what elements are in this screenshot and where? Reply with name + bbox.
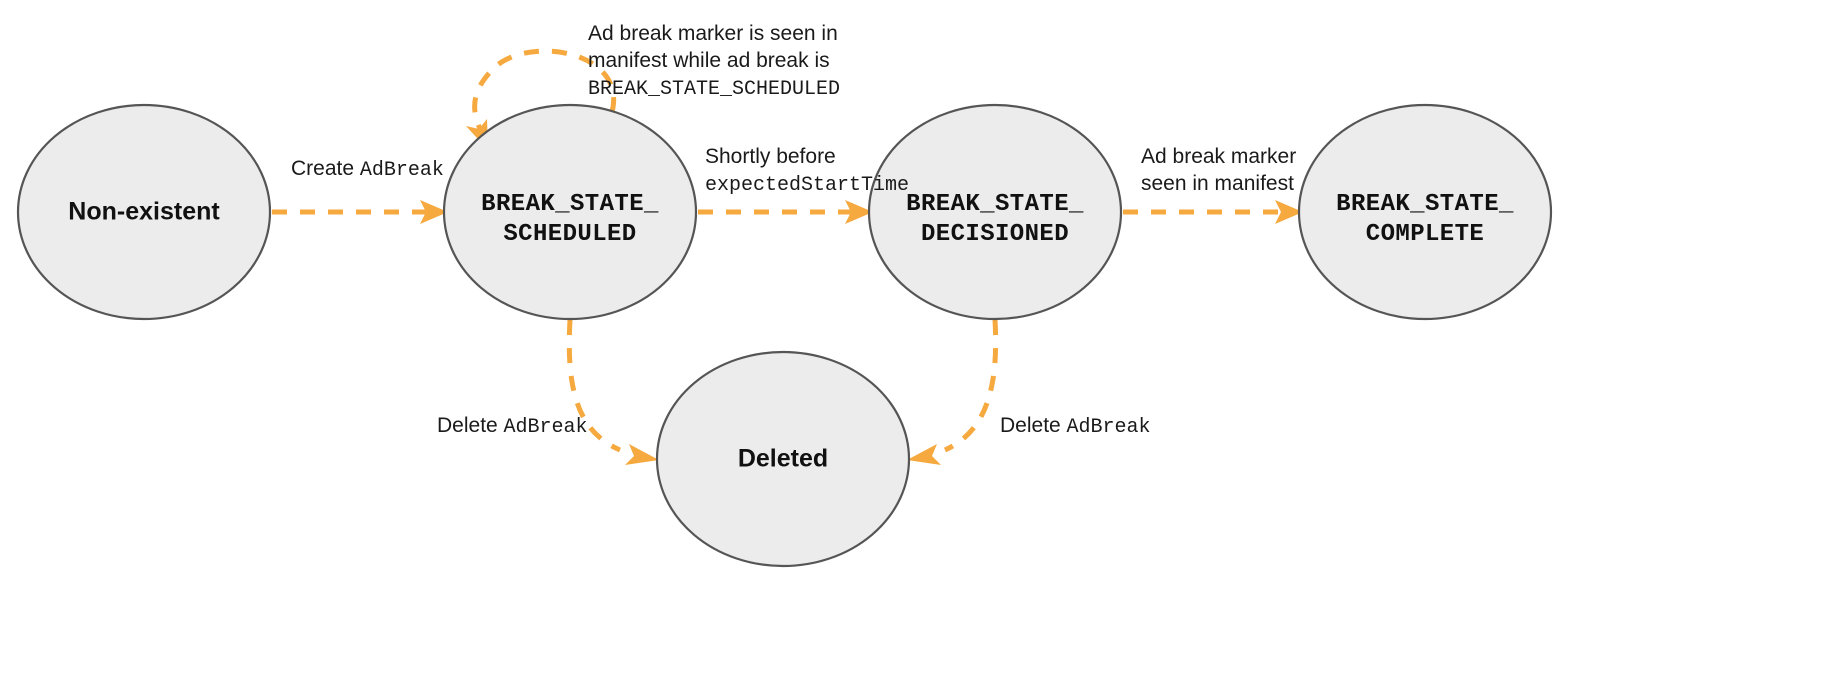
edge-label-dec-del-seg-1: AdBreak xyxy=(1067,416,1151,439)
edge-labels-layer: Create AdBreak Ad break marker is seen i… xyxy=(291,22,1296,439)
edge-label-sched-dec-line1: Shortly before xyxy=(705,145,836,168)
edge-create-adbreak-arrowhead xyxy=(420,200,448,224)
node-break-state-complete-shape xyxy=(1297,103,1553,321)
edge-label-self-loop-line1: Ad break marker is seen in xyxy=(588,22,838,45)
edge-label-create-adbreak-seg-1: AdBreak xyxy=(360,159,444,182)
edge-label-scheduled-to-deleted: Delete AdBreak xyxy=(437,414,588,439)
edge-label-create-adbreak-seg-0: Create xyxy=(291,157,360,180)
edges-layer xyxy=(272,48,1303,465)
node-deleted-shape xyxy=(655,350,911,568)
edge-label-self-loop-line2: manifest while ad break is xyxy=(588,49,830,72)
node-break-state-complete[interactable]: BREAK_STATE_ COMPLETE xyxy=(1297,103,1553,321)
node-break-state-decisioned[interactable]: BREAK_STATE_ DECISIONED xyxy=(867,103,1123,321)
edge-scheduled-to-decisioned-arrowhead xyxy=(845,200,873,224)
edge-label-create-adbreak: Create AdBreak xyxy=(291,157,444,182)
nodes-layer: Non-existent BREAK_STATE_ SCHEDULED BREA… xyxy=(16,103,1553,568)
node-non-existent-label: Non-existent xyxy=(68,198,220,226)
edge-label-dec-comp-line2: seen in manifest xyxy=(1141,172,1294,195)
node-break-state-complete-label-line2: COMPLETE xyxy=(1366,221,1484,248)
edge-label-sched-del-seg-1: AdBreak xyxy=(504,416,588,439)
edge-label-decisioned-to-complete: Ad break marker seen in manifest xyxy=(1141,145,1296,195)
edge-decisioned-to-deleted[interactable] xyxy=(907,319,999,465)
edge-scheduled-to-decisioned[interactable] xyxy=(698,200,873,224)
edge-scheduled-to-deleted[interactable] xyxy=(566,319,659,465)
edge-label-dec-del-seg-0: Delete xyxy=(1000,414,1067,437)
edge-label-self-loop-line3: BREAK_STATE_SCHEDULED xyxy=(588,78,840,101)
edge-label-scheduled-to-decisioned: Shortly before expectedStartTime xyxy=(705,145,909,197)
edge-create-adbreak[interactable] xyxy=(272,200,448,224)
edge-scheduled-to-deleted-arrowhead xyxy=(625,444,659,465)
node-deleted[interactable]: Deleted xyxy=(655,350,911,568)
node-break-state-scheduled-label-line2: SCHEDULED xyxy=(503,221,636,248)
node-deleted-label: Deleted xyxy=(738,445,828,473)
edge-decisioned-to-complete-arrowhead xyxy=(1275,200,1303,224)
edge-label-scheduled-self-loop: Ad break marker is seen in manifest while… xyxy=(588,22,840,101)
edge-scheduled-to-deleted-line xyxy=(566,319,621,453)
node-break-state-scheduled-label-line1: BREAK_STATE_ xyxy=(481,191,659,218)
edge-label-decisioned-to-deleted: Delete AdBreak xyxy=(1000,414,1151,439)
edge-scheduled-self-loop-line xyxy=(472,48,617,133)
edge-decisioned-to-complete[interactable] xyxy=(1123,200,1303,224)
edge-decisioned-to-deleted-line xyxy=(943,319,999,453)
node-break-state-scheduled[interactable]: BREAK_STATE_ SCHEDULED xyxy=(442,103,698,321)
node-break-state-complete-label-line1: BREAK_STATE_ xyxy=(1336,191,1514,218)
node-break-state-decisioned-label-line2: DECISIONED xyxy=(921,221,1069,248)
edge-decisioned-to-deleted-arrowhead xyxy=(907,444,941,465)
edge-label-sched-dec-line2: expectedStartTime xyxy=(705,174,909,197)
node-non-existent[interactable]: Non-existent xyxy=(16,103,272,321)
edge-label-dec-comp-line1: Ad break marker xyxy=(1141,145,1296,168)
node-break-state-scheduled-shape xyxy=(442,103,698,321)
node-non-existent-shape xyxy=(16,103,272,321)
edge-label-sched-del-seg-0: Delete xyxy=(437,414,504,437)
node-break-state-decisioned-label-line1: BREAK_STATE_ xyxy=(906,191,1084,218)
node-break-state-decisioned-shape xyxy=(867,103,1123,321)
